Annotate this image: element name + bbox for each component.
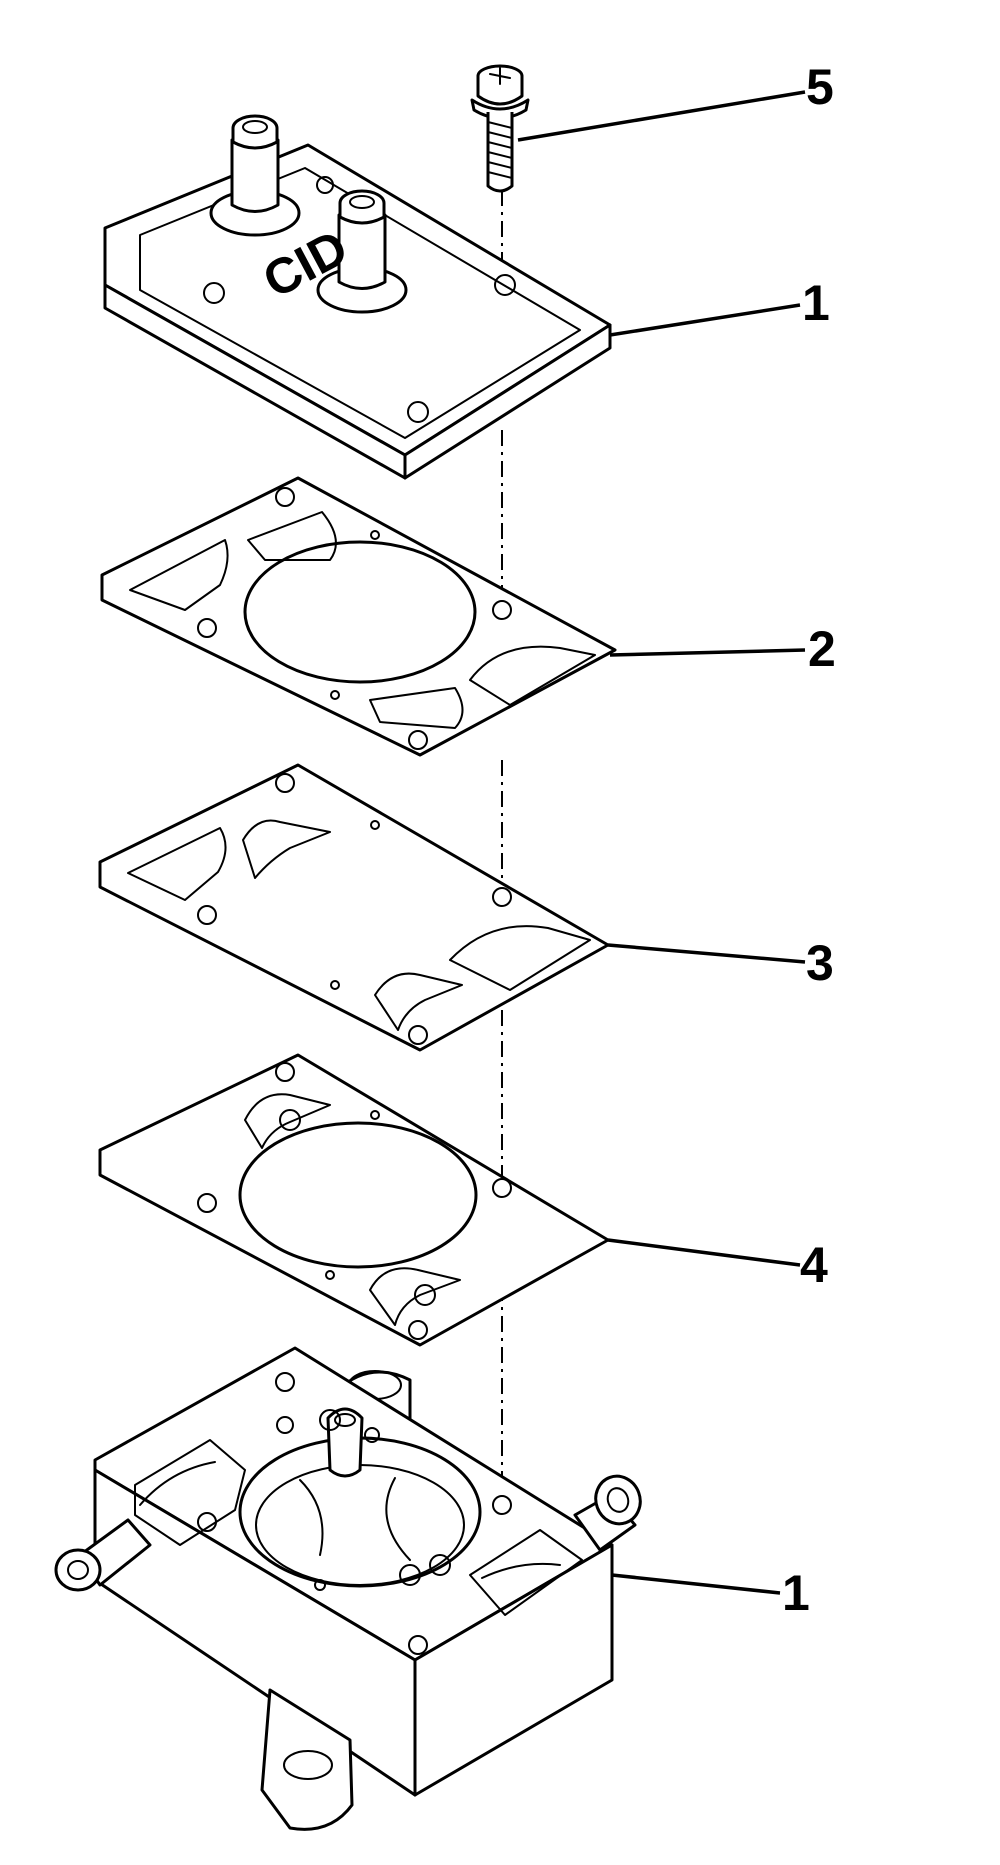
outlet-fitting-right <box>573 1474 642 1552</box>
callout-cover: 1 <box>802 275 830 331</box>
callout-gasket-top: 2 <box>808 621 836 677</box>
diaphragm <box>98 763 610 1052</box>
screw <box>470 64 530 193</box>
pump-cover: CID <box>103 114 612 480</box>
callout-pump-body: 1 <box>782 1565 810 1621</box>
pump-body <box>54 1346 642 1831</box>
callout-gasket-lower: 4 <box>800 1237 828 1293</box>
callout-labels: 5 1 2 3 4 1 <box>782 59 836 1621</box>
gasket-lower <box>98 1053 610 1347</box>
callout-diaphragm: 3 <box>806 935 834 991</box>
inlet-fitting-left <box>54 1518 152 1592</box>
leader-lines <box>517 90 806 1595</box>
cover-nozzle-left <box>209 114 301 237</box>
callout-screw: 5 <box>806 59 834 115</box>
cover-nozzle-right <box>316 189 408 314</box>
gasket-top <box>100 476 617 757</box>
